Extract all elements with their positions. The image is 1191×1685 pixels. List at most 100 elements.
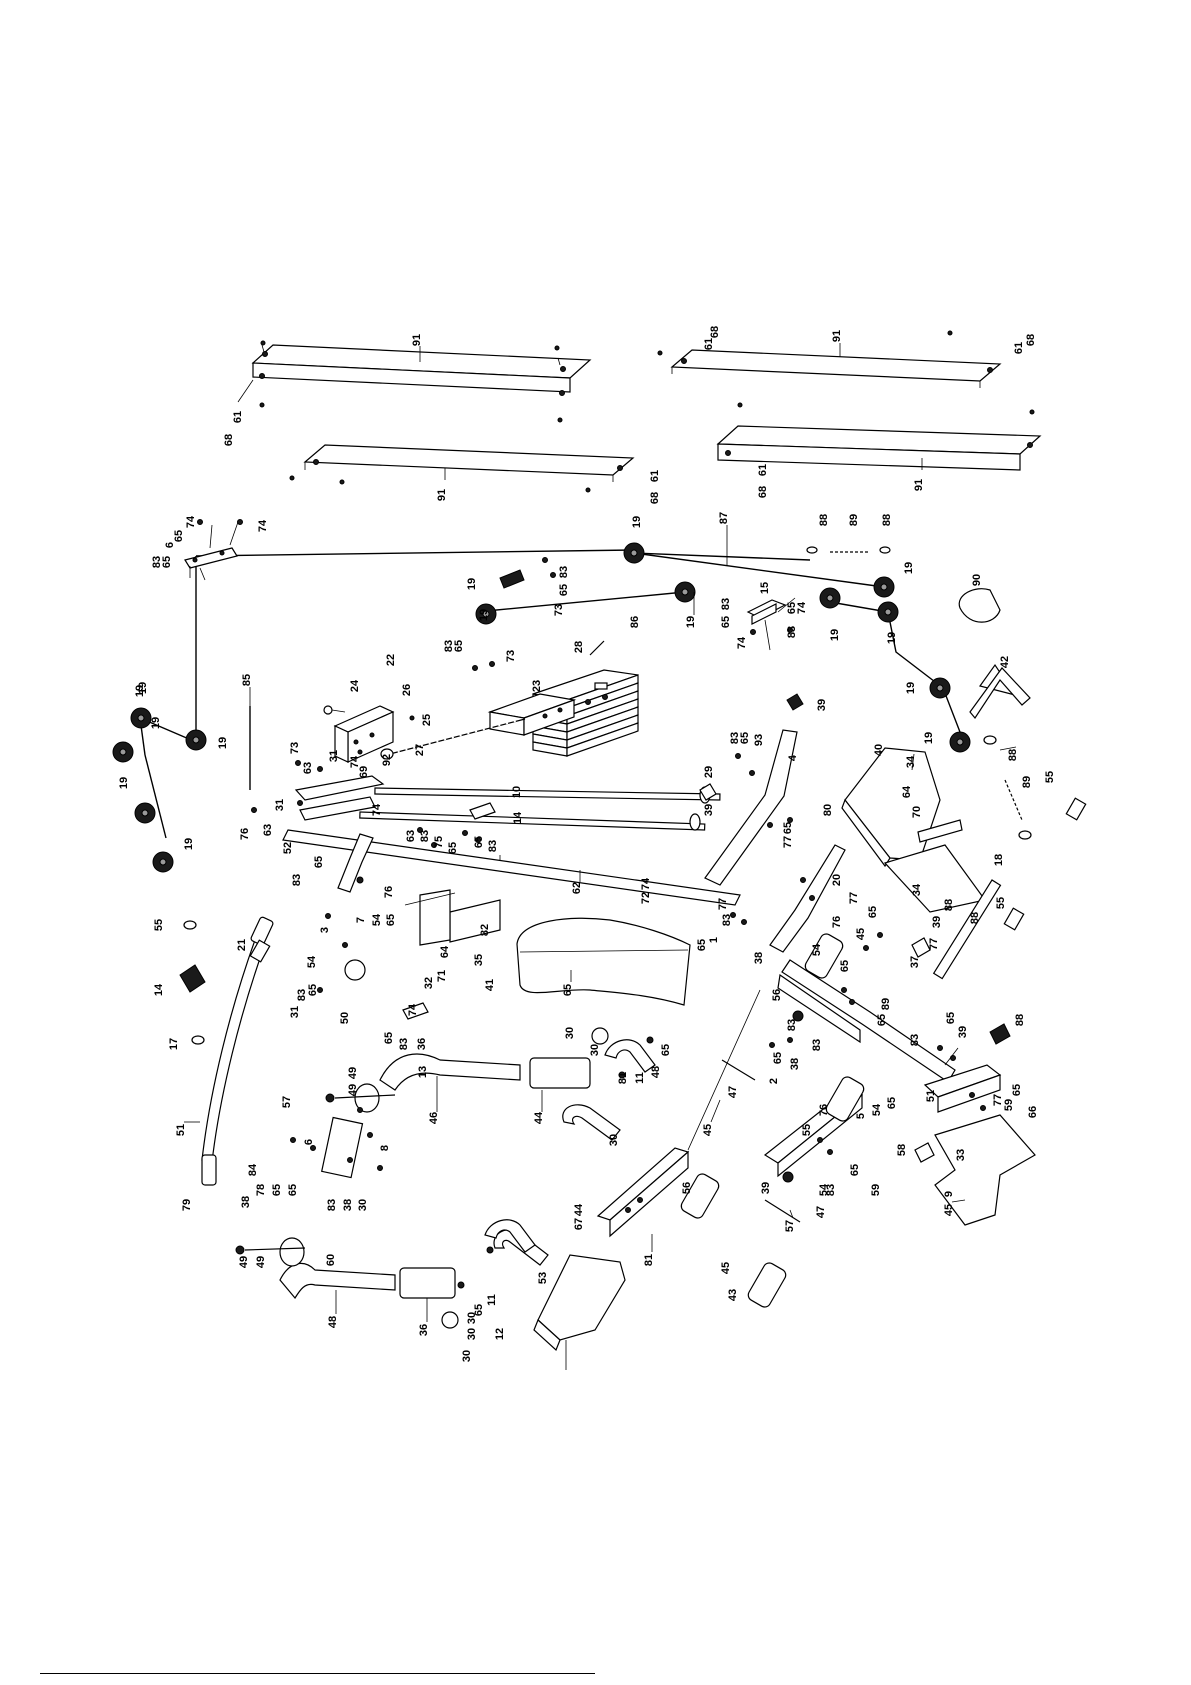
callout-label: 19 [886,632,898,644]
callout-label: 59 [1003,1099,1015,1111]
callout-label: 90 [971,574,983,586]
callout-label: 61 [757,464,769,476]
callout-label: 73 [289,742,301,754]
guide-rods [359,786,721,831]
callout-label: 88 [1007,749,1019,761]
callout-label: 23 [531,680,543,692]
callout-label: 61 [1013,342,1025,354]
callout-label: 65 [287,1184,299,1196]
callout-label: 30 [461,1350,473,1362]
callout-label: 83 [786,1019,798,1031]
callout-label: 9 [943,1191,955,1197]
callout-label: 88 [969,912,981,924]
callout-label: 65 [271,1184,283,1196]
cables [139,549,966,839]
callout-label: 65 [473,1304,485,1316]
callout-label: 82 [479,924,491,936]
callout-label: 85 [241,674,253,686]
callout-label: 65 [447,842,459,854]
callout-label: 74 [407,1003,419,1016]
callout-label: 65 [562,984,574,996]
callout-label: 55 [801,1124,813,1136]
callout-label: 25 [421,714,433,726]
bracket-14 [402,802,496,1020]
callout-label: 78 [255,1184,267,1196]
callout-label: 17 [168,1038,180,1050]
rear-upright-4 [704,729,798,886]
shroud-panel-mid-right [716,402,1042,471]
leg-extension-53 [596,989,761,1238]
callout-label: 41 [484,979,496,991]
callout-label: 65 [849,1164,861,1176]
callout-label: 65 [876,1014,888,1026]
callout-label: 55 [153,919,165,931]
callout-label: 19 [685,616,697,628]
callout-label: 57 [281,1096,293,1108]
callout-label: 81 [617,1072,629,1084]
callout-label: 83 [729,732,741,744]
top-pulley-bracket [184,521,239,581]
callout-label: 55 [995,897,1007,909]
callout-label: 65 [383,1032,395,1044]
callout-label: 68 [649,492,661,504]
callout-label: 65 [782,822,794,834]
callout-label: 1 [708,937,720,943]
callout-label: 74 [371,803,383,816]
pec-arm-13 [379,1053,591,1091]
callout-label: 38 [240,1196,252,1208]
callout-label: 47 [815,1206,827,1218]
callout-label: 65 [1011,1084,1023,1096]
callout-label: 71 [436,970,448,982]
callout-label: 37 [909,956,921,968]
callout-label: 19 [183,838,195,850]
end-plugs-39 [699,693,1011,1163]
knobs-36 [441,1027,609,1329]
callout-label: 19 [905,682,917,694]
callout-label: 76 [818,1104,830,1116]
shroud-panel-top-right [657,330,1002,388]
callout-label: 54 [811,943,823,956]
callout-label: 19 [466,578,478,590]
callout-label: 5 [855,1113,867,1119]
callout-label: 34 [911,883,923,896]
arm-upright-7 [337,833,374,981]
chains-89 [179,551,1023,993]
callout-label: 3 [319,927,331,933]
callout-label: 27 [414,744,426,756]
callout-label: 86 [629,616,641,628]
callout-label: 83 [291,874,303,886]
callout-label: 47 [727,1086,739,1098]
callout-label: 51 [925,1090,937,1102]
upper-cross-frame [294,775,385,821]
callout-label: 63 [302,762,314,774]
callout-label: 36 [416,1038,428,1050]
callout-label: 30 [608,1134,620,1146]
callout-label: 65 [313,856,325,868]
callout-label: 61 [232,411,244,423]
seat-post-bracket [404,889,501,946]
callout-label: 45 [855,928,867,940]
callout-label: 19 [137,682,149,694]
callout-label: 91 [436,489,448,501]
callout-label: 74 [185,515,197,528]
callout-label: 30 [564,1027,576,1039]
callout-label: 61 [649,470,661,482]
callout-label: 79 [181,1199,193,1211]
callout-label: 19 [217,737,229,749]
callout-label: 12 [494,1328,506,1340]
u-handles-11 [484,1039,656,1253]
callout-label: 51 [175,1124,187,1136]
callout-label: 65 [307,984,319,996]
callout-label: 83 [720,598,732,610]
callout-label: 77 [928,938,940,950]
callout-label: 39 [816,699,828,711]
callout-labels: 91 61 68 91 61 68 91 68 61 61 68 91 61 6… [118,326,1056,1362]
callout-label: 72 [640,892,652,904]
callout-label: 84 [247,1163,259,1176]
callout-label: 76 [239,828,251,840]
pec-arm-12 [279,1262,456,1300]
callout-label: 88 [943,899,955,911]
callout-label: 33 [955,1149,967,1161]
callout-label: 80 [822,804,834,816]
pulley-bracket-15 [746,597,796,651]
